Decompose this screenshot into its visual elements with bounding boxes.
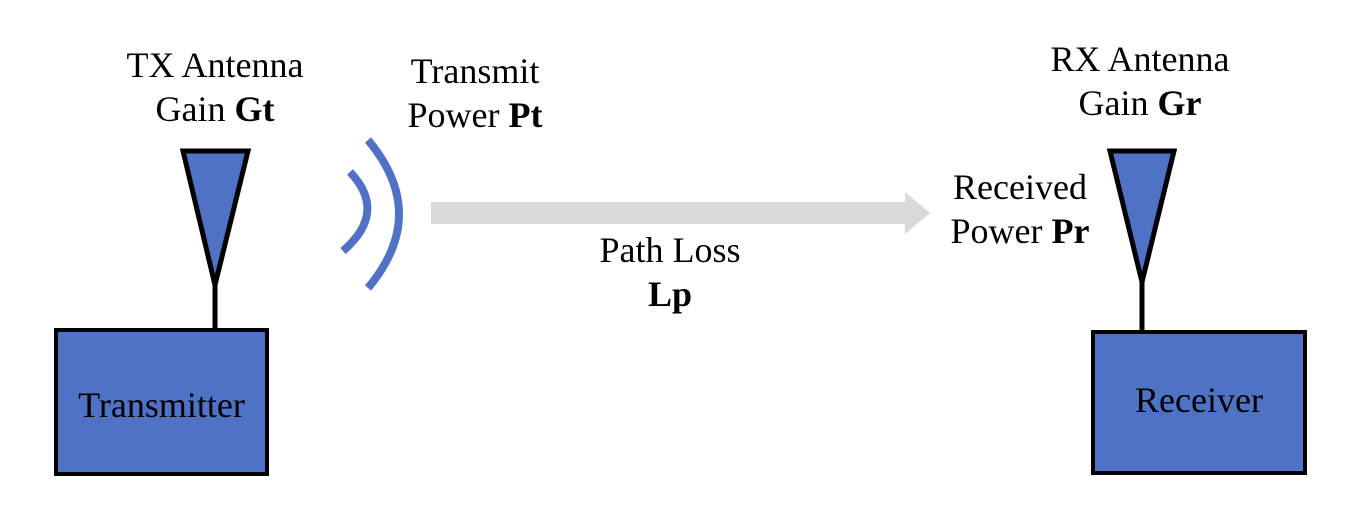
path-arrow-head [905, 192, 930, 234]
received-power-line: Power Pr [905, 210, 1135, 254]
tx-power-symbol: Pt [508, 94, 543, 135]
signal-wave-outer [364, 137, 403, 291]
tx-antenna-gain-label: TX Antenna Gain Gt [95, 44, 335, 132]
rx-antenna-title: RX Antenna [1050, 39, 1230, 79]
received-power-label: Received Power Pr [905, 166, 1135, 254]
tx-gain-symbol: Gt [234, 88, 275, 129]
transmitter-label: Transmitter [78, 385, 245, 425]
path-loss-symbol-line: Lp [550, 273, 790, 317]
rx-antenna-icon [1106, 148, 1178, 283]
signal-wave-icon [340, 137, 403, 291]
rx-power-symbol: Pr [1051, 210, 1090, 251]
transmitter-box [54, 328, 269, 476]
rx-gain-symbol: Gr [1157, 82, 1202, 123]
tx-antenna-gain-line: Gain Gt [95, 88, 335, 132]
transmit-power-title: Transmit [410, 51, 540, 91]
path-loss-title: Path Loss [599, 230, 741, 270]
rx-gain-prefix: Gain [1078, 82, 1158, 123]
tx-power-prefix: Power [407, 94, 509, 135]
transmit-power-line: Power Pt [360, 94, 590, 138]
rx-antenna-gain-line: Gain Gr [1020, 82, 1260, 126]
tx-antenna-icon [179, 148, 252, 286]
transmit-power-label: Transmit Power Pt [360, 50, 590, 138]
signal-wave-inner [340, 169, 372, 255]
tx-antenna-title: TX Antenna [126, 45, 304, 85]
path-loss-label: Path Loss Lp [550, 229, 790, 317]
path-loss-symbol: Lp [647, 273, 693, 314]
rx-power-prefix: Power [950, 210, 1052, 251]
rx-antenna-gain-label: RX Antenna Gain Gr [1020, 38, 1260, 126]
received-power-title: Received [953, 167, 1087, 207]
tx-gain-prefix: Gain [155, 88, 235, 129]
receiver-box [1091, 330, 1307, 475]
receiver-label: Receiver [1135, 380, 1263, 420]
arrow-right-icon [431, 192, 930, 234]
path-arrow-shaft [431, 202, 909, 224]
